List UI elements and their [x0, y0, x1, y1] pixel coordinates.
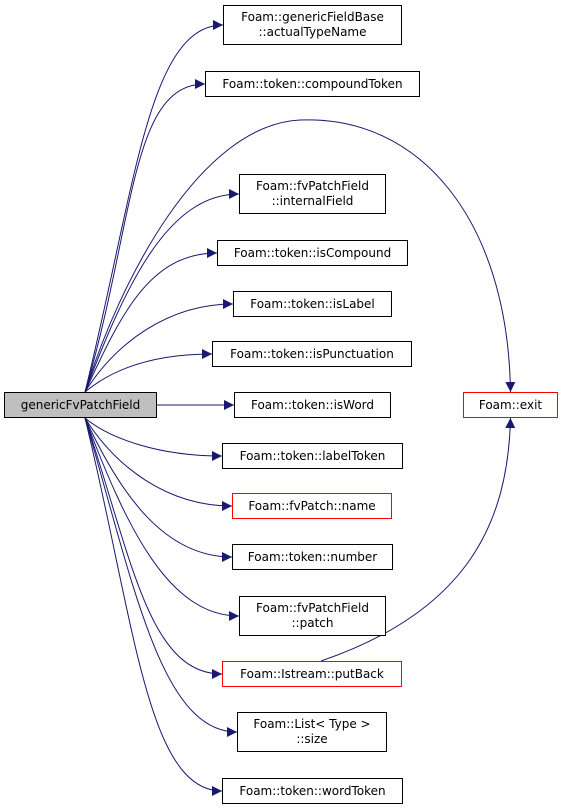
- edge-root-to-size: [84, 417, 238, 737]
- node-patch[interactable]: Foam::fvPatchField::patch: [239, 596, 386, 636]
- edge-putBack-to-exit: [320, 417, 516, 662]
- node-internalField[interactable]: Foam::fvPatchField::internalField: [239, 174, 386, 214]
- node-label-line: Foam::fvPatchField: [256, 179, 369, 193]
- node-isCompound[interactable]: Foam::token::isCompound: [217, 240, 408, 266]
- node-putBack[interactable]: Foam::Istream::putBack: [222, 661, 402, 687]
- node-label-line: Foam::fvPatch::name: [248, 498, 376, 513]
- node-label-line: Foam::genericFieldBase: [241, 10, 384, 24]
- node-label-line: Foam::token::isWord: [250, 397, 375, 412]
- node-label: genericFvPatchField: [20, 397, 141, 412]
- node-label-line: ::size: [296, 732, 328, 746]
- node-number[interactable]: Foam::token::number: [232, 544, 393, 570]
- node-labelToken[interactable]: Foam::token::labelToken: [222, 443, 403, 469]
- node-exit[interactable]: Foam::exit: [463, 392, 558, 418]
- node-label-line: Foam::token::isCompound: [233, 245, 392, 260]
- node-fvPatchName[interactable]: Foam::fvPatch::name: [232, 493, 392, 519]
- node-size[interactable]: Foam::List< Type >::size: [237, 712, 387, 752]
- edge-root-to-isCompound: [84, 248, 218, 393]
- edge-root-to-fvPatchName: [84, 417, 233, 511]
- node-label-line: Foam::List< Type >: [253, 717, 371, 731]
- edge-root-to-putBack: [84, 417, 223, 679]
- node-label-line: Foam::exit: [478, 397, 543, 412]
- node-label-line: ::patch: [291, 616, 334, 630]
- node-label-line: Foam::token::number: [247, 549, 378, 564]
- node-isWord[interactable]: Foam::token::isWord: [234, 392, 391, 418]
- node-label-line: Foam::fvPatchField: [256, 601, 369, 615]
- node-label-line: Foam::token::compoundToken: [222, 76, 403, 91]
- node-label-line: Foam::Istream::putBack: [240, 666, 384, 681]
- edge-root-to-wordToken: [84, 417, 223, 796]
- node-isPunctuation[interactable]: Foam::token::isPunctuation: [212, 341, 412, 367]
- node-label-line: Foam::token::wordToken: [239, 783, 386, 798]
- node-label-line: ::actualTypeName: [258, 25, 367, 39]
- edge-root-to-actualTypeName: [84, 20, 224, 393]
- edge-root-to-patch: [84, 417, 240, 621]
- edge-root-to-number: [84, 417, 233, 562]
- node-label-line: Foam::token::labelToken: [239, 448, 386, 463]
- edge-root-to-exit: [84, 119, 516, 393]
- node-label-line: Foam::token::isPunctuation: [230, 346, 394, 361]
- node-wordToken[interactable]: Foam::token::wordToken: [222, 778, 403, 804]
- edge-root-to-internalField: [84, 189, 240, 393]
- node-isLabel[interactable]: Foam::token::isLabel: [233, 291, 392, 317]
- edge-root-to-isPunctuation: [84, 349, 213, 393]
- node-actualTypeName[interactable]: Foam::genericFieldBase::actualTypeName: [223, 5, 402, 45]
- root-node-genericFvPatchField: genericFvPatchField: [4, 392, 157, 418]
- edge-root-to-compoundToken: [84, 79, 206, 393]
- node-label-line: Foam::token::isLabel: [250, 296, 375, 311]
- node-label-line: ::internalField: [271, 194, 354, 208]
- edge-root-to-isLabel: [84, 299, 234, 393]
- edge-root-to-labelToken: [84, 417, 223, 461]
- node-compoundToken[interactable]: Foam::token::compoundToken: [205, 71, 420, 97]
